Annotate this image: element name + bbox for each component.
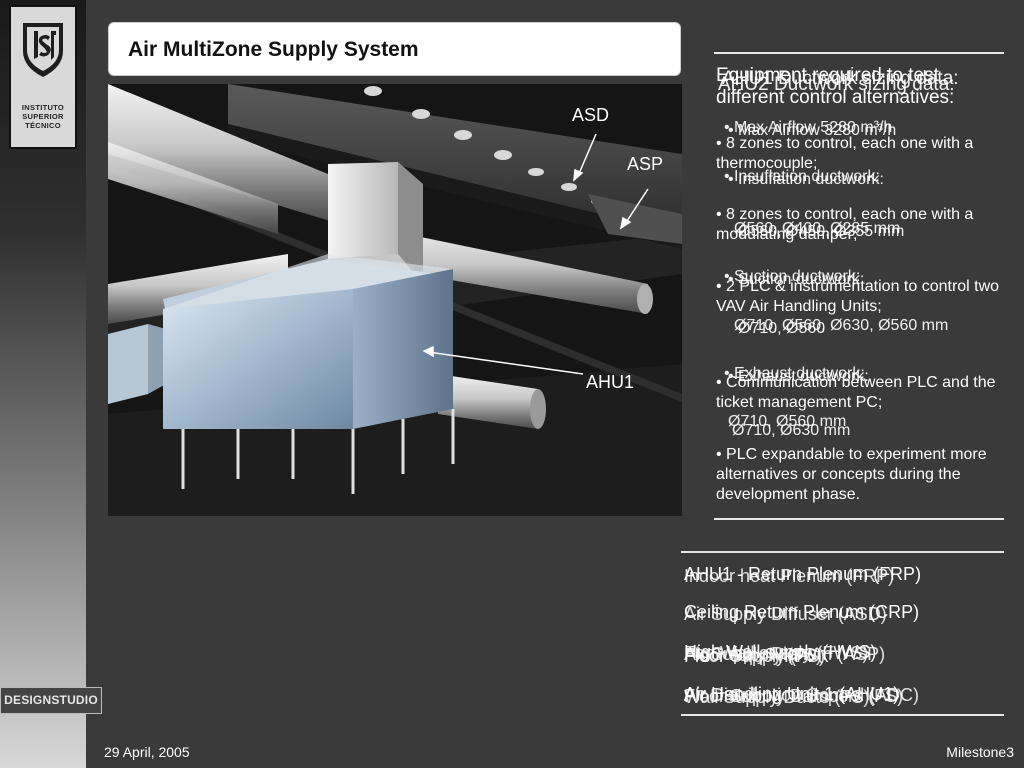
ahu2-suction-label: • Suction ductwork: <box>728 271 865 288</box>
footer-milestone: Milestone3 <box>946 744 1014 760</box>
equipment-item: • 8 zones to control, each one with a th… <box>716 135 974 172</box>
ahu1-exhaust-label: • Exhaust ductwork: <box>724 365 865 382</box>
ahu2-sizing-title: AHU2 Ductwork sizing data: <box>718 74 955 95</box>
equipment-item: • 8 zones to control, each one with a mo… <box>716 206 974 243</box>
panel-bottom-rule <box>714 518 1004 520</box>
ahu-render-image <box>108 84 682 516</box>
logo-line: INSTITUTO <box>21 103 65 112</box>
asd-label: ASD <box>572 105 610 125</box>
legend-top-rule <box>681 551 1004 553</box>
equipment-item: • PLC expandable to experiment more alte… <box>716 446 987 503</box>
legend-row: Floor Supply Dampers (FS) <box>684 686 904 706</box>
title-box: Air MultiZone Supply System <box>108 22 681 76</box>
ahu1-exhaust-sizes: Ø710, Ø560 mm <box>728 413 847 430</box>
design-studio-badge: DESIGNSTUDIO <box>0 687 102 714</box>
slide-title: Air MultiZone Supply System <box>128 38 419 61</box>
legend-bottom-rule <box>681 714 1004 716</box>
footer-date: 29 April, 2005 <box>104 744 190 760</box>
legend-row: Air Distribution Control (ADC) <box>684 685 920 705</box>
logo-line: SUPERIOR <box>22 112 64 121</box>
ahu1-sizing-title: AHU1 Ductwork sizing data: <box>722 68 959 89</box>
ahu2-suction-sizes: Ø710, Ø560 <box>738 320 826 337</box>
ahu1-suction-sizes: Ø710, Ø560, Ø630, Ø560 mm <box>734 317 949 334</box>
ahu1-insuflation-sizes: Ø560, Ø400, Ø285 mm <box>734 220 901 237</box>
logo-wordmark: INSTITUTO SUPERIOR TÉCNICO <box>11 103 75 130</box>
logo-line: TÉCNICO <box>25 121 61 130</box>
equipment-panel-title: Equipment required to test different con… <box>716 65 955 108</box>
equipment-item: • 2 PLC & instrumentation to control two… <box>716 278 1000 315</box>
ahu2-exhaust-sizes: Ø710, Ø630 mm <box>732 422 851 439</box>
ist-crest-icon <box>23 23 63 77</box>
equipment-item: • Communication between PLC and the tick… <box>716 374 996 411</box>
legend-row: Air Supply Plenum (ASP) <box>684 644 886 664</box>
panel-top-rule <box>714 52 1004 54</box>
ahu-3d-render: ASD ASP AHU1 <box>108 84 682 516</box>
ahu2-max-airflow: • Max Airflow 3280 m³/h <box>728 122 897 139</box>
ahu2-insuflation-label: • Insuflation ductwork: <box>728 171 884 188</box>
legend-row: Ceiling Return Plenum (CRP) <box>684 602 920 622</box>
legend-row: Air Supply Diffuser (ASD) <box>684 604 887 624</box>
asp-label: ASP <box>627 154 664 174</box>
ahu1-insuflation-label: • Insuflation ductwork: <box>724 168 880 185</box>
legend-row: Indoor heat Plenum (FRP) <box>684 566 895 586</box>
ahu2-insuflation-sizes: Ø560, Ø450, Ø355 mm <box>738 223 905 240</box>
legend-row: Floor Supply (FS) <box>684 646 826 666</box>
legend-row: AHU1 - Return Plenum (FRP) <box>684 564 922 584</box>
legend-row: High Wall supply (HWS) <box>684 642 877 662</box>
legend-row: Floor supply (FS) <box>684 645 823 665</box>
legend-row: Air Handling Unit 1 (AHU1) <box>684 684 900 704</box>
ahu1-max-airflow: • Max Airflow 5280 m³/h <box>724 119 893 136</box>
legend-row: Fan Wall supply (FWS) <box>684 643 869 663</box>
ahu1-suction-label: • Suction ductwork: <box>724 268 861 285</box>
ahu2-exhaust-label: • Exhaust ductwork: <box>728 368 869 385</box>
ist-logo: INSTITUTO SUPERIOR TÉCNICO <box>9 5 77 149</box>
legend-row: Wall Supply Ducts (FS) <box>684 687 870 707</box>
ahu1-label: AHU1 <box>586 372 635 392</box>
